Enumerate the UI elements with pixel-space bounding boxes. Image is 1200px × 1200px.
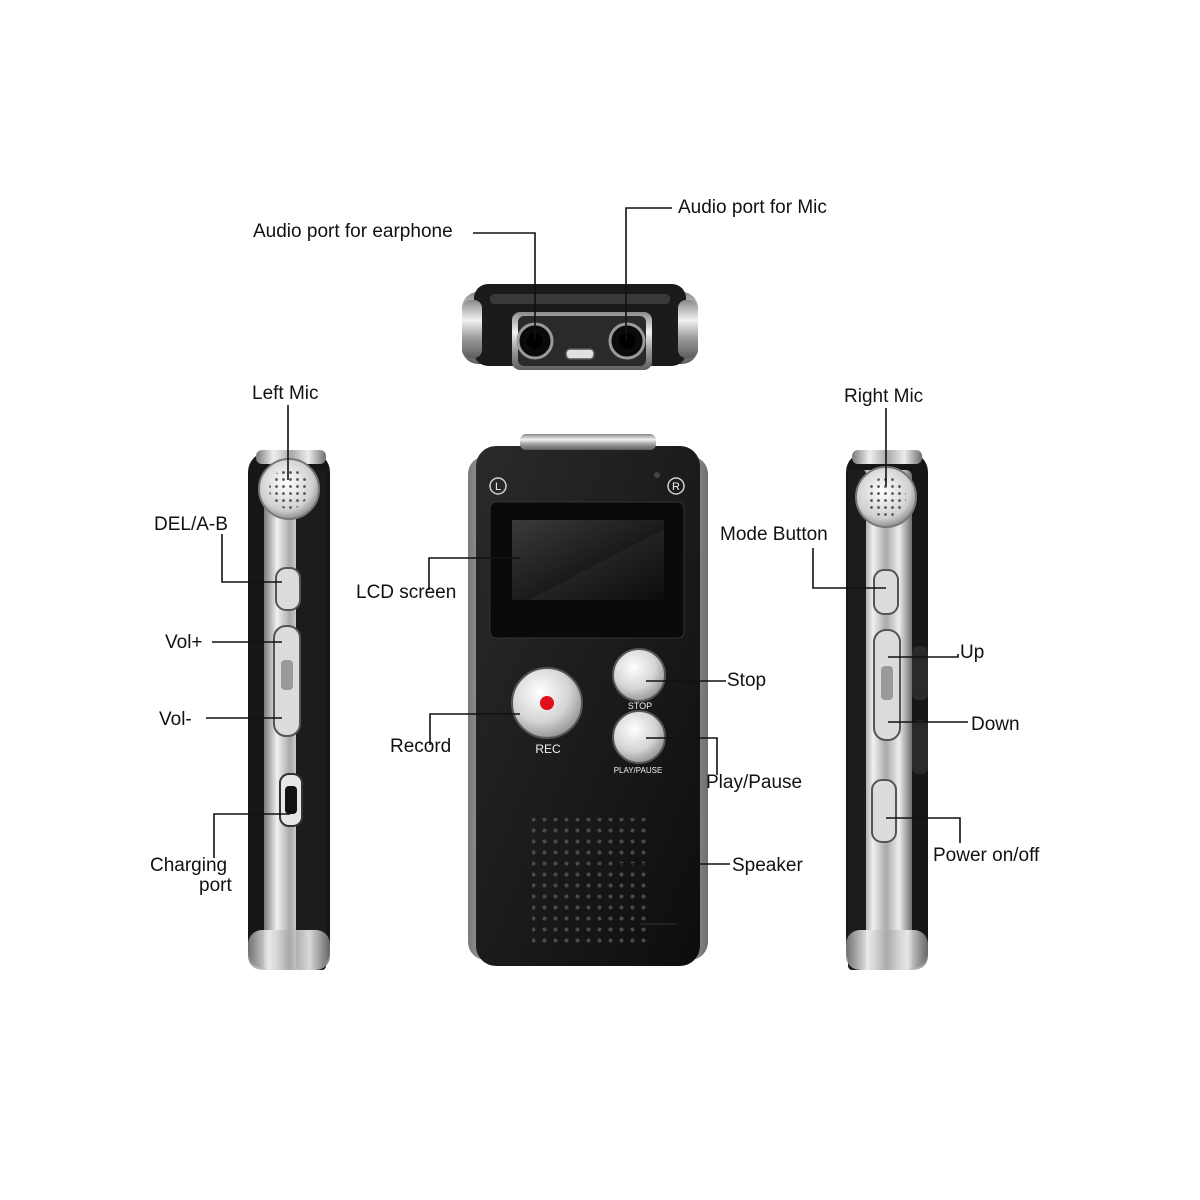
label-mode-button: Mode Button bbox=[720, 524, 828, 545]
stop-button[interactable] bbox=[613, 649, 665, 701]
lcd-screen bbox=[490, 502, 684, 638]
label-left-mic: Left Mic bbox=[252, 383, 319, 404]
mic-jack-icon bbox=[610, 324, 644, 358]
corner-right-mark: R bbox=[672, 481, 680, 493]
rec-text: REC bbox=[535, 742, 561, 756]
stop-text: STOP bbox=[628, 701, 652, 711]
left-mic-icon bbox=[259, 459, 319, 519]
label-vol-minus: Vol- bbox=[159, 709, 192, 730]
label-charging-port-line1: Charging bbox=[150, 855, 227, 876]
rec-dot-icon bbox=[540, 696, 554, 710]
label-up: Up bbox=[960, 642, 984, 663]
record-button[interactable] bbox=[512, 668, 582, 738]
del-ab-button[interactable] bbox=[276, 568, 300, 610]
label-right-mic: Right Mic bbox=[844, 386, 923, 407]
top-view bbox=[462, 284, 698, 370]
label-down: Down bbox=[971, 714, 1020, 735]
front-view: L R REC STOP PLAY/PAUSE bbox=[468, 434, 708, 966]
right-side-view bbox=[846, 450, 928, 970]
label-stop: Stop bbox=[727, 670, 766, 691]
label-power: Power on/off bbox=[933, 845, 1040, 866]
label-audio-port-earphone: Audio port for earphone bbox=[253, 221, 453, 242]
left-side-view bbox=[248, 450, 330, 970]
label-record: Record bbox=[390, 736, 451, 757]
label-lcd-screen: LCD screen bbox=[356, 582, 456, 603]
label-del-ab: DEL/A-B bbox=[154, 514, 228, 535]
speaker-grille bbox=[532, 818, 646, 948]
label-speaker: Speaker bbox=[732, 855, 803, 876]
corner-left-mark: L bbox=[495, 481, 501, 493]
lanyard-slot bbox=[566, 349, 594, 359]
label-play-pause: Play/Pause bbox=[706, 772, 802, 793]
label-charging-port-line2: port bbox=[199, 875, 232, 896]
label-vol-plus: Vol+ bbox=[165, 632, 203, 653]
mode-button[interactable] bbox=[874, 570, 898, 614]
play-pause-button[interactable] bbox=[613, 711, 665, 763]
play-pause-text: PLAY/PAUSE bbox=[614, 766, 663, 775]
label-audio-port-mic: Audio port for Mic bbox=[678, 197, 827, 218]
power-switch[interactable] bbox=[872, 780, 896, 842]
